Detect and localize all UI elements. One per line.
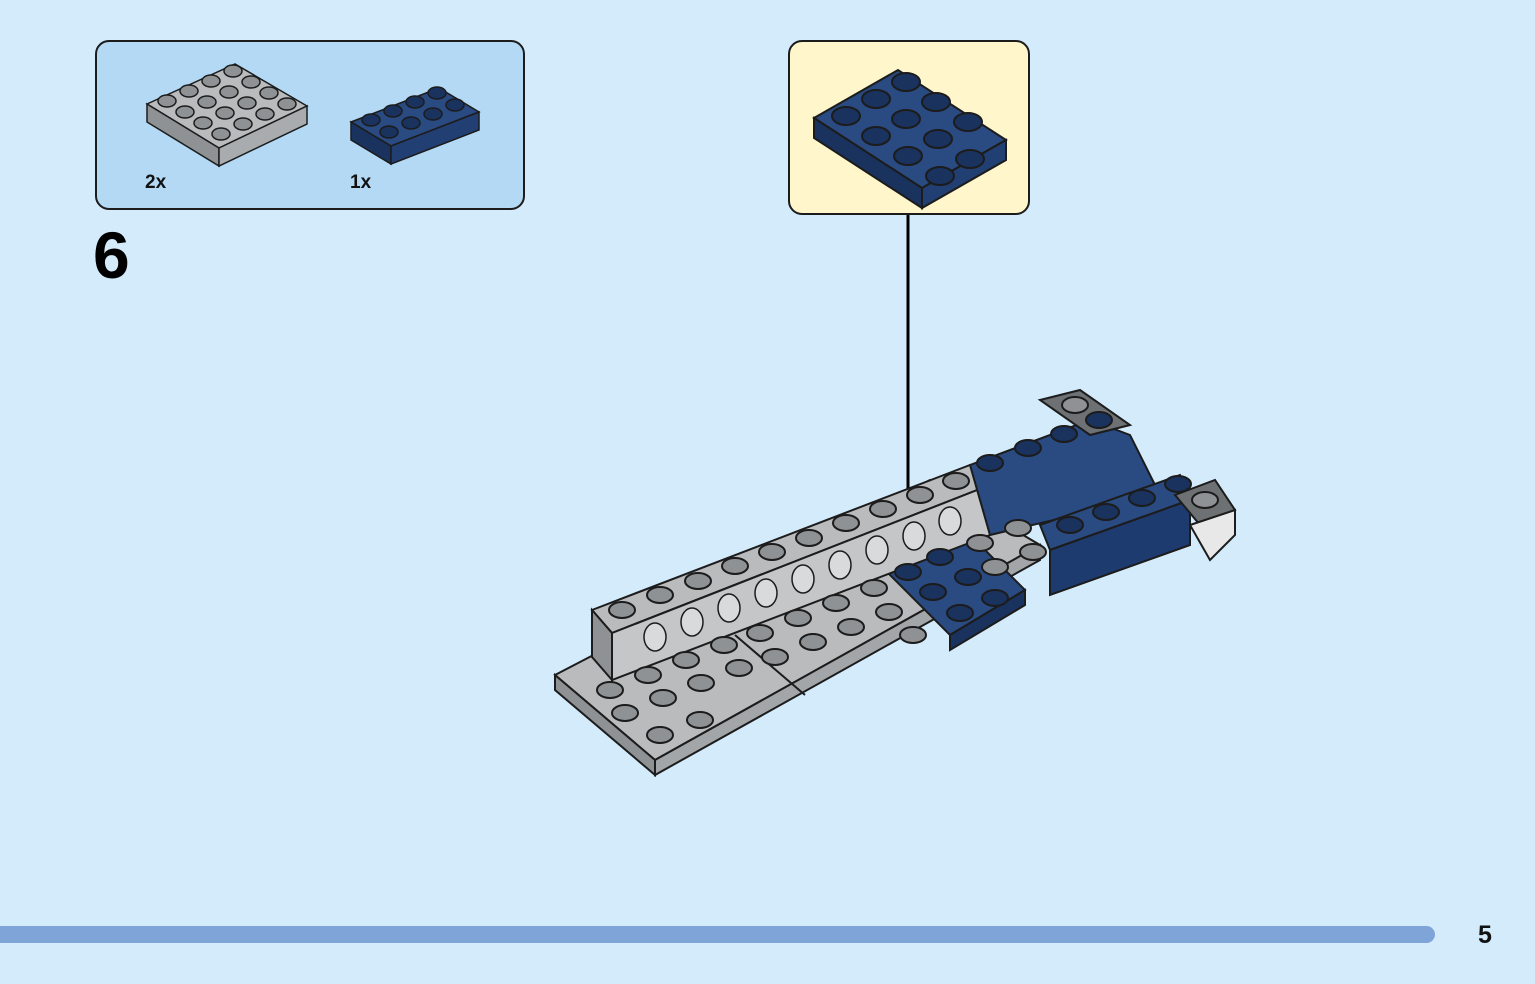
new-part-callout <box>788 40 1030 215</box>
part-quantity-blue: 1x <box>350 172 372 193</box>
part-quantity-gray: 2x <box>145 172 167 193</box>
blue-plate-callout-icon <box>812 68 1008 210</box>
parts-list-panel: 2x 1x <box>95 40 525 210</box>
blue-plate-2x4-icon <box>349 86 481 166</box>
step-number: 6 <box>93 218 130 292</box>
progress-bar <box>0 926 1435 943</box>
model-assembly-illustration <box>553 388 1237 778</box>
gray-plate-4x4-icon <box>145 63 309 168</box>
page-number: 5 <box>1478 921 1492 949</box>
